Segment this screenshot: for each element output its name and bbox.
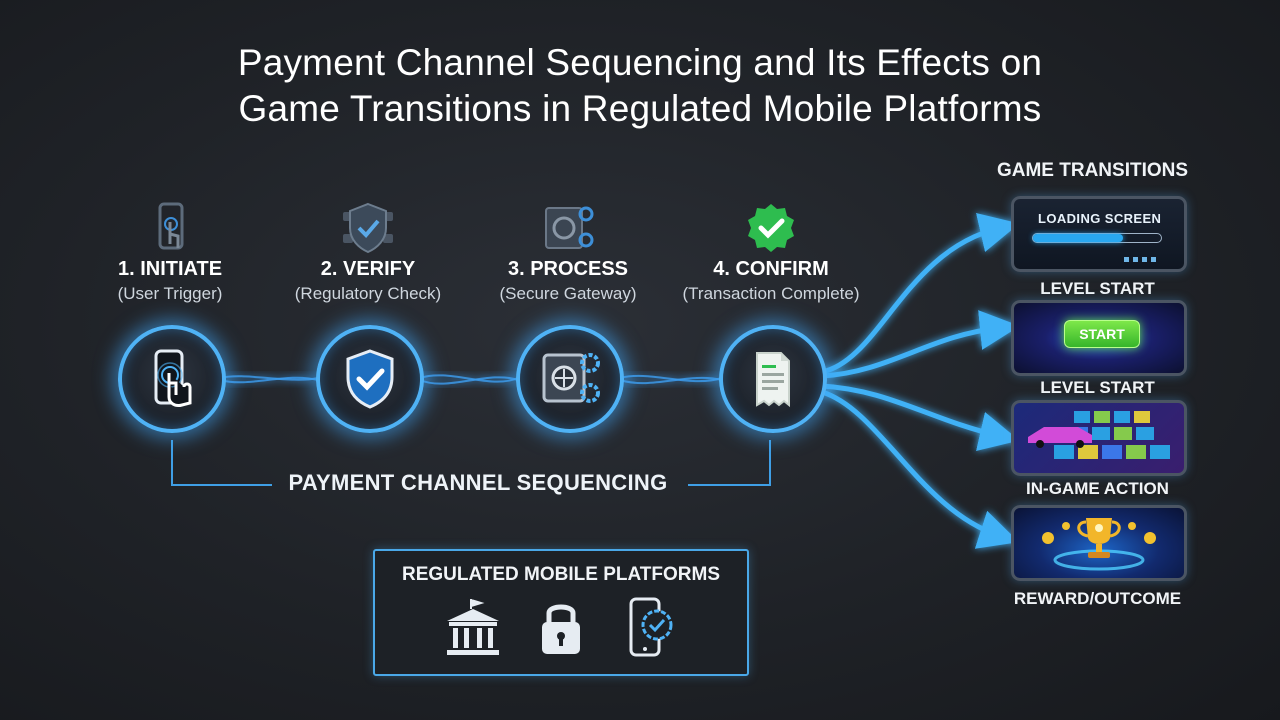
padlock-icon — [542, 604, 580, 654]
game-transitions-title: GAME TRANSITIONS — [996, 160, 1189, 181]
racing-grid-image — [1028, 411, 1170, 459]
channel-beam — [219, 374, 723, 385]
step-label: 3. PROCESS — [507, 258, 629, 280]
branch-arrow-4 — [819, 389, 1020, 549]
branch-arrow-2 — [819, 310, 1020, 379]
verified-phone-icon — [629, 597, 673, 657]
loading-screen-panel: LOADING SCREEN — [1011, 196, 1187, 272]
tap-phone-icon — [158, 202, 184, 250]
reward-panel — [1011, 505, 1187, 581]
branch-arrow-1 — [819, 213, 1020, 375]
title-line-2: Game Transitions in Regulated Mobile Pla… — [238, 88, 1042, 129]
transition-label: REWARD/OUTCOME — [1013, 589, 1182, 608]
in-game-action-panel — [1011, 400, 1187, 476]
level-start-panel: START — [1011, 300, 1187, 376]
title-line-1: Payment Channel Sequencing and Its Effec… — [237, 42, 1043, 83]
start-button[interactable]: START — [1064, 320, 1140, 348]
transition-label: LEVEL START — [1040, 279, 1155, 298]
loading-dots — [1124, 249, 1174, 262]
vault-gear-icon — [542, 353, 600, 403]
step-sublabel: (Transaction Complete) — [682, 284, 860, 303]
step-label: 1. INITIATE — [117, 258, 223, 280]
step-sublabel: (User Trigger) — [117, 284, 223, 303]
sequence-label: PAYMENT CHANNEL SEQUENCING — [288, 470, 668, 495]
check-badge-icon — [748, 204, 794, 252]
step-label: 2. VERIFY — [320, 258, 416, 280]
loading-screen-text: LOADING SCREEN — [1038, 211, 1162, 226]
regulated-platforms-box: REGULATED MOBILE PLATFORMS — [373, 549, 749, 676]
transition-label: LEVEL START — [1040, 378, 1155, 397]
platforms-title: REGULATED MOBILE PLATFORMS — [401, 564, 721, 585]
node-initiate — [118, 325, 226, 433]
shield-check-icon — [343, 202, 393, 254]
receipt-icon — [756, 352, 790, 408]
loading-progress-fill — [1033, 234, 1123, 242]
node-confirm — [719, 325, 827, 433]
transition-branches — [819, 213, 1020, 549]
node-verify — [316, 325, 424, 433]
branch-arrow-3 — [819, 383, 1020, 452]
page-title: Payment Channel Sequencing and Its Effec… — [0, 40, 1280, 132]
tap-phone-icon — [154, 349, 192, 407]
trophy-icon — [1042, 518, 1156, 571]
transition-label: IN-GAME ACTION — [1026, 479, 1169, 498]
node-process — [516, 325, 624, 433]
sequence-bracket — [171, 440, 771, 486]
step-sublabel: (Secure Gateway) — [499, 284, 637, 303]
step-sublabel: (Regulatory Check) — [294, 284, 442, 303]
step-label: 4. CONFIRM — [713, 258, 829, 280]
shield-check-icon — [346, 349, 394, 409]
loading-progress-bar — [1032, 233, 1162, 243]
vault-gear-icon — [545, 206, 594, 249]
bank-icon — [447, 599, 499, 655]
